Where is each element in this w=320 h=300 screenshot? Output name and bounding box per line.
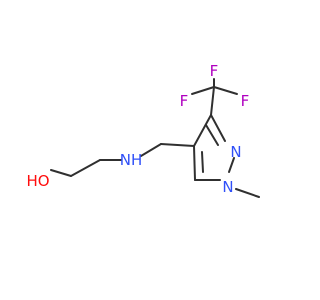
bond-c4-c3	[193, 114, 212, 147]
bond-n1-methyl	[235, 188, 260, 198]
bond-c3-cf3	[210, 86, 215, 116]
bonds	[50, 78, 260, 198]
bond-cf3-f2	[191, 86, 215, 95]
bond-o-c1	[50, 169, 72, 177]
bond-c1-c2	[70, 159, 101, 177]
bond-c5-c4-inner	[201, 151, 204, 173]
bond-c5-c4-outer	[193, 145, 196, 181]
fluorine-right-label: F	[241, 92, 250, 110]
pyrazole-n1-label: N	[222, 178, 233, 196]
bond-n2-n1	[228, 157, 235, 173]
bond-c3-n2-inner	[205, 124, 219, 146]
fluorine-left-label: F	[180, 92, 189, 110]
bond-cf3-f3	[213, 86, 238, 95]
molecule-diagram: HO NH N N F F F	[26, 62, 260, 198]
pyrazole-n2-label: N	[230, 143, 241, 161]
atom-labels: HO NH N N F F F	[26, 62, 249, 196]
bond-nh-ch2	[140, 143, 162, 157]
bond-c3-n2-outer	[210, 114, 226, 142]
bond-ch2-c4	[160, 143, 195, 147]
amine-label: NH	[120, 151, 143, 169]
hydroxyl-label: HO	[26, 172, 49, 190]
fluorine-top-label: F	[210, 62, 219, 80]
